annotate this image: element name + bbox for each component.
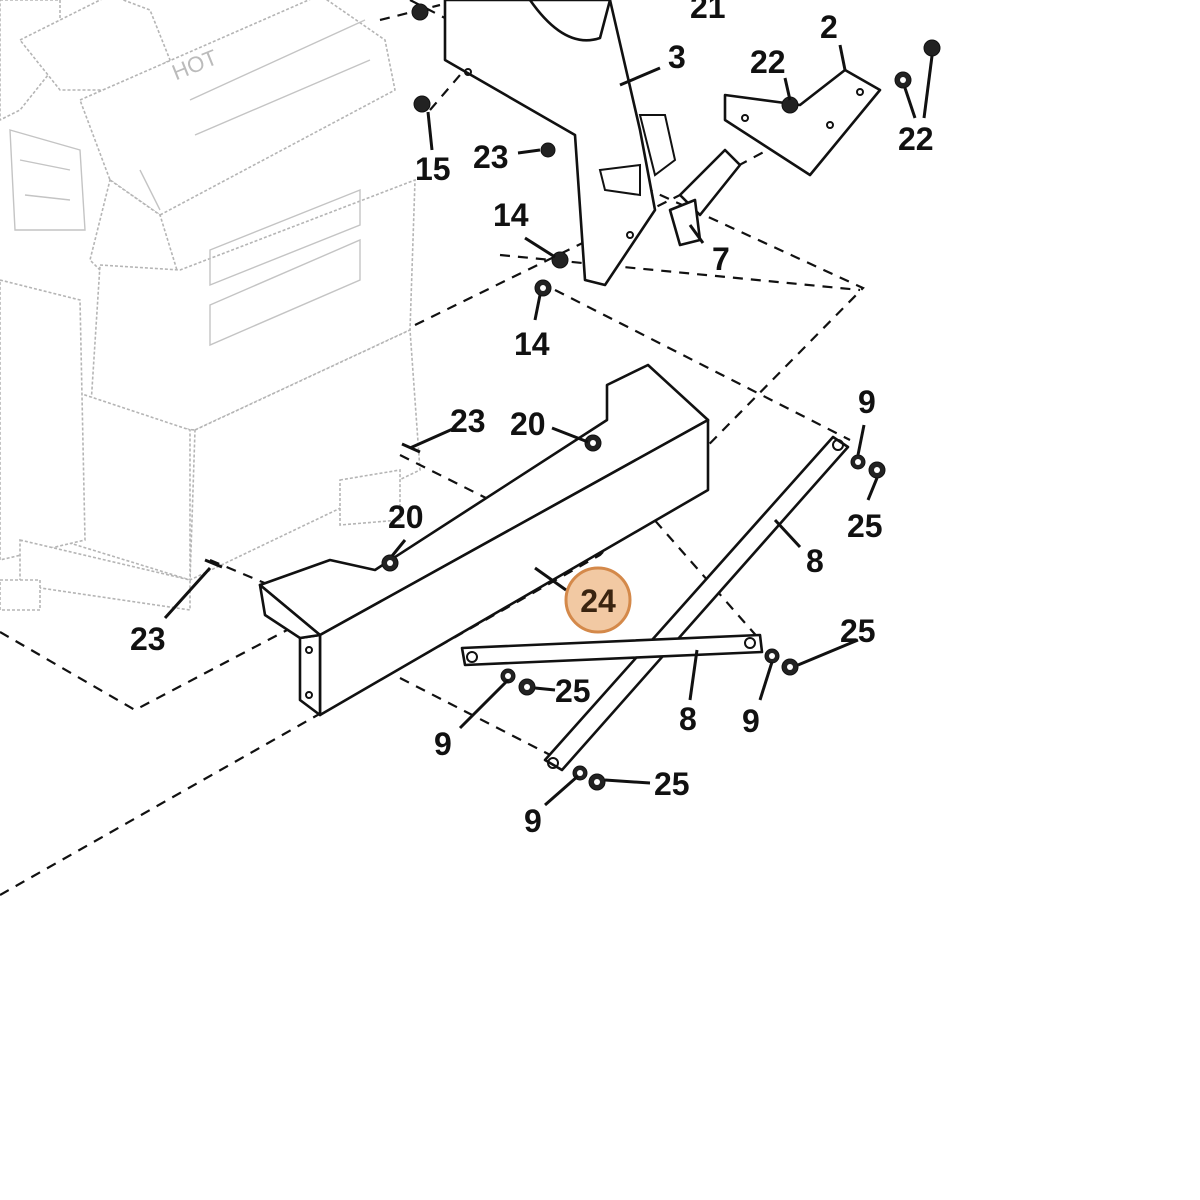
bracket-2 — [723, 68, 882, 177]
callout-9-b[interactable]: 9 — [434, 726, 452, 762]
callout-20-a[interactable]: 20 — [510, 406, 546, 442]
callout-25-d[interactable]: 25 — [654, 766, 690, 802]
callout-25-a[interactable]: 25 — [847, 508, 883, 544]
brace-8-short — [460, 633, 764, 667]
callout-14-b[interactable]: 14 — [514, 326, 550, 362]
engine-illustration: HOT — [0, 0, 421, 611]
callout-21[interactable]: 21 — [690, 0, 726, 25]
callout-9-d[interactable]: 9 — [524, 803, 542, 839]
bracket-24 — [258, 363, 710, 717]
callout-25-c[interactable]: 25 — [555, 673, 591, 709]
highlight-circle-24[interactable] — [564, 566, 632, 634]
bracket-7 — [668, 148, 742, 247]
callout-3[interactable]: 3 — [668, 39, 686, 75]
callout-24[interactable]: 24 — [580, 583, 616, 619]
callout-14-a[interactable]: 14 — [493, 197, 529, 233]
callout-20-b[interactable]: 20 — [388, 499, 424, 535]
callout-labels: 21 2 3 22 22 15 23 14 7 14 9 23 20 25 20… — [130, 0, 934, 839]
callout-9-c[interactable]: 9 — [742, 703, 760, 739]
callout-25-b[interactable]: 25 — [840, 613, 876, 649]
callout-23-b[interactable]: 23 — [450, 403, 486, 439]
leader-lines — [163, 44, 934, 807]
callout-23-c[interactable]: 23 — [130, 621, 166, 657]
callout-23-a[interactable]: 23 — [473, 139, 509, 175]
callout-22-a[interactable]: 22 — [750, 44, 786, 80]
callout-7[interactable]: 7 — [712, 241, 730, 277]
callout-9-a[interactable]: 9 — [858, 384, 876, 420]
callout-22-b[interactable]: 22 — [898, 121, 934, 157]
brace-8-long — [543, 435, 850, 772]
fasteners — [204, 3, 941, 791]
callout-8-a[interactable]: 8 — [806, 543, 824, 579]
callout-2[interactable]: 2 — [820, 9, 838, 45]
callout-15[interactable]: 15 — [415, 151, 451, 187]
callout-8-b[interactable]: 8 — [679, 701, 697, 737]
mounting-plate-3 — [443, 0, 677, 287]
